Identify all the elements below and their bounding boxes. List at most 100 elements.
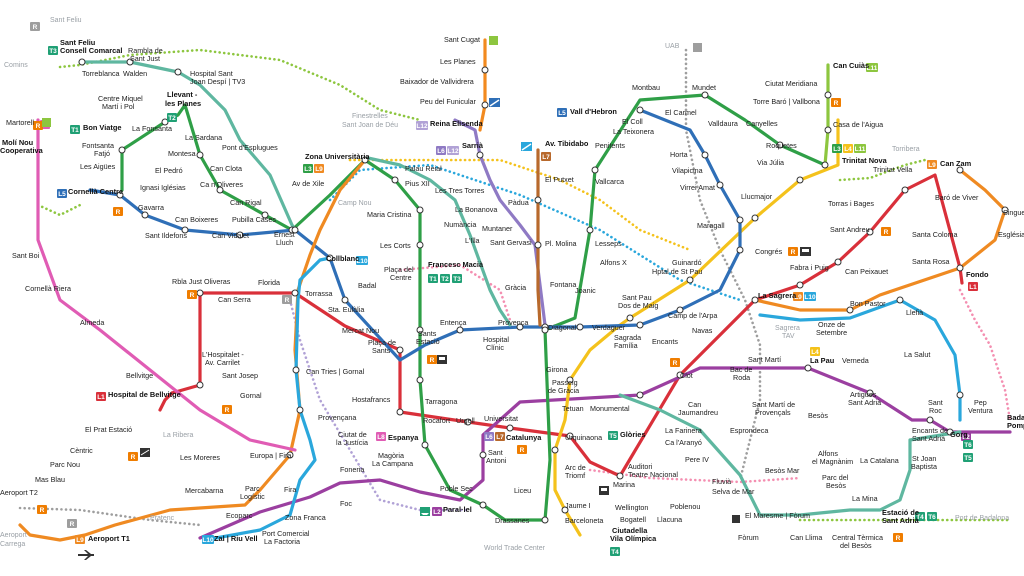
station-label[interactable]: Esprondeca (730, 426, 768, 435)
station-dot[interactable] (196, 381, 204, 389)
station-label[interactable]: Santa Coloma (912, 230, 958, 239)
station-label[interactable]: Alfons (818, 449, 838, 458)
station-label[interactable]: Canyelles (746, 119, 778, 128)
station-label[interactable]: Francesc Macià (428, 260, 484, 269)
station-label[interactable]: Aeroport T1 (88, 534, 130, 543)
station-label[interactable]: Port Comercial (262, 529, 310, 538)
station-label[interactable]: Roc (929, 406, 942, 415)
station-label[interactable]: Tarragona (425, 397, 457, 406)
station-label[interactable]: Congrés (755, 247, 783, 256)
station-label[interactable]: Fontsanta (82, 141, 114, 150)
station-label[interactable]: Estació de (882, 508, 919, 517)
station-label[interactable]: Sant Martí de (752, 400, 795, 409)
station-dot[interactable] (541, 516, 549, 524)
station-label[interactable]: Teatre Nacional (628, 470, 678, 479)
station-dot[interactable] (464, 418, 472, 426)
station-dot[interactable] (676, 371, 684, 379)
station-label[interactable]: Pratenc (150, 515, 175, 522)
station-dot[interactable] (456, 326, 464, 334)
station-label[interactable]: Sant Martí (748, 355, 781, 364)
station-dot[interactable] (776, 141, 784, 149)
station-dot[interactable] (416, 326, 424, 334)
station-label[interactable]: Ernest (274, 230, 295, 239)
station-label[interactable]: Roquetes (766, 141, 797, 150)
station-label[interactable]: La Factoria (264, 537, 300, 546)
station-label[interactable]: Gornal (240, 391, 262, 400)
station-dot[interactable] (506, 424, 514, 432)
station-label[interactable]: Can Cuiàs (833, 61, 869, 70)
station-label[interactable]: Girona (546, 365, 568, 374)
station-label[interactable]: Torras i Bages (828, 199, 874, 208)
station-label[interactable]: Vilapicina (672, 166, 703, 175)
station-label[interactable]: Sant Andreu (830, 225, 870, 234)
station-label[interactable]: Torreblanca (82, 69, 120, 78)
station-dot[interactable] (956, 264, 964, 272)
station-dot[interactable] (396, 408, 404, 416)
station-label[interactable]: Clot (680, 371, 693, 380)
station-label[interactable]: Parc Nou (50, 460, 80, 469)
station-dot[interactable] (78, 58, 86, 66)
station-label[interactable]: Sant Boi (12, 251, 40, 260)
station-label[interactable]: Martorell (6, 118, 34, 127)
station-label[interactable]: Besòs (808, 411, 828, 420)
station-label[interactable]: Aeroport (0, 532, 27, 539)
station-label[interactable]: Passeig (552, 378, 578, 387)
station-label[interactable]: Glòries (620, 430, 645, 439)
station-label[interactable]: La Farinera (665, 426, 702, 435)
station-dot[interactable] (616, 472, 624, 480)
station-dot[interactable] (421, 441, 429, 449)
station-label[interactable]: Monumental (590, 404, 630, 413)
station-label[interactable]: Martí i Pol (102, 102, 135, 111)
station-dot[interactable] (846, 306, 854, 314)
station-dot[interactable] (636, 391, 644, 399)
station-dot[interactable] (481, 66, 489, 74)
station-label[interactable]: Mas Blau (35, 475, 65, 484)
station-label[interactable]: Sant Feliu (50, 17, 82, 24)
station-label[interactable]: Torribera (892, 146, 920, 153)
station-label[interactable]: Ca l'Aranyó (665, 438, 702, 447)
metro-line-l11[interactable] (823, 63, 830, 167)
station-label[interactable]: Fòrum (738, 533, 759, 542)
station-dot[interactable] (586, 226, 594, 234)
station-dot[interactable] (804, 364, 812, 372)
station-label[interactable]: Parc del (822, 473, 849, 482)
station-label[interactable]: Mercat Nou (342, 326, 379, 335)
station-label[interactable]: Clínic (486, 343, 504, 352)
station-dot[interactable] (196, 151, 204, 159)
station-label[interactable]: Ventura (968, 406, 993, 415)
station-label[interactable]: Estació (416, 337, 440, 346)
station-label[interactable]: El Maresme | Fòrum (745, 511, 810, 520)
station-label[interactable]: Llefià (906, 308, 923, 317)
station-dot[interactable] (896, 296, 904, 304)
station-label[interactable]: Urquinaona (565, 433, 602, 442)
station-label[interactable]: Encants (652, 337, 678, 346)
station-label[interactable]: Drassanes (495, 516, 530, 525)
station-dot[interactable] (751, 296, 759, 304)
station-label[interactable]: Llevant - (167, 90, 198, 99)
station-dot[interactable] (636, 106, 644, 114)
station-label[interactable]: Foc (340, 499, 352, 508)
station-dot[interactable] (292, 366, 300, 374)
station-dot[interactable] (236, 231, 244, 239)
station-label[interactable]: Vila Olímpica (610, 534, 657, 543)
station-label[interactable]: Sant Feliu (60, 38, 96, 47)
station-label[interactable]: Navas (692, 326, 713, 335)
station-label[interactable]: Auditori (628, 462, 653, 471)
station-label[interactable]: Can (688, 400, 701, 409)
station-dot[interactable] (541, 326, 549, 334)
station-label[interactable]: Europa | Fira (250, 451, 291, 460)
station-label[interactable]: Maragall (697, 221, 725, 230)
station-label[interactable]: Torrassa (305, 289, 333, 298)
station-label[interactable]: Les Aigües (80, 162, 116, 171)
station-label[interactable]: Sant Just (130, 54, 160, 63)
station-label[interactable]: del Besòs (840, 541, 872, 550)
station-dot[interactable] (416, 376, 424, 384)
station-label[interactable]: El Prat Estació (85, 425, 132, 434)
station-dot[interactable] (676, 306, 684, 314)
station-label[interactable]: Montesa (168, 149, 196, 158)
station-label[interactable]: Virrei Amat (680, 183, 715, 192)
station-label[interactable]: Jaumandreu (678, 408, 718, 417)
station-label[interactable]: Les Corts (380, 241, 411, 250)
station-label[interactable]: Zal | Riu Vell (214, 534, 258, 543)
station-label[interactable]: Alfons X (600, 258, 627, 267)
